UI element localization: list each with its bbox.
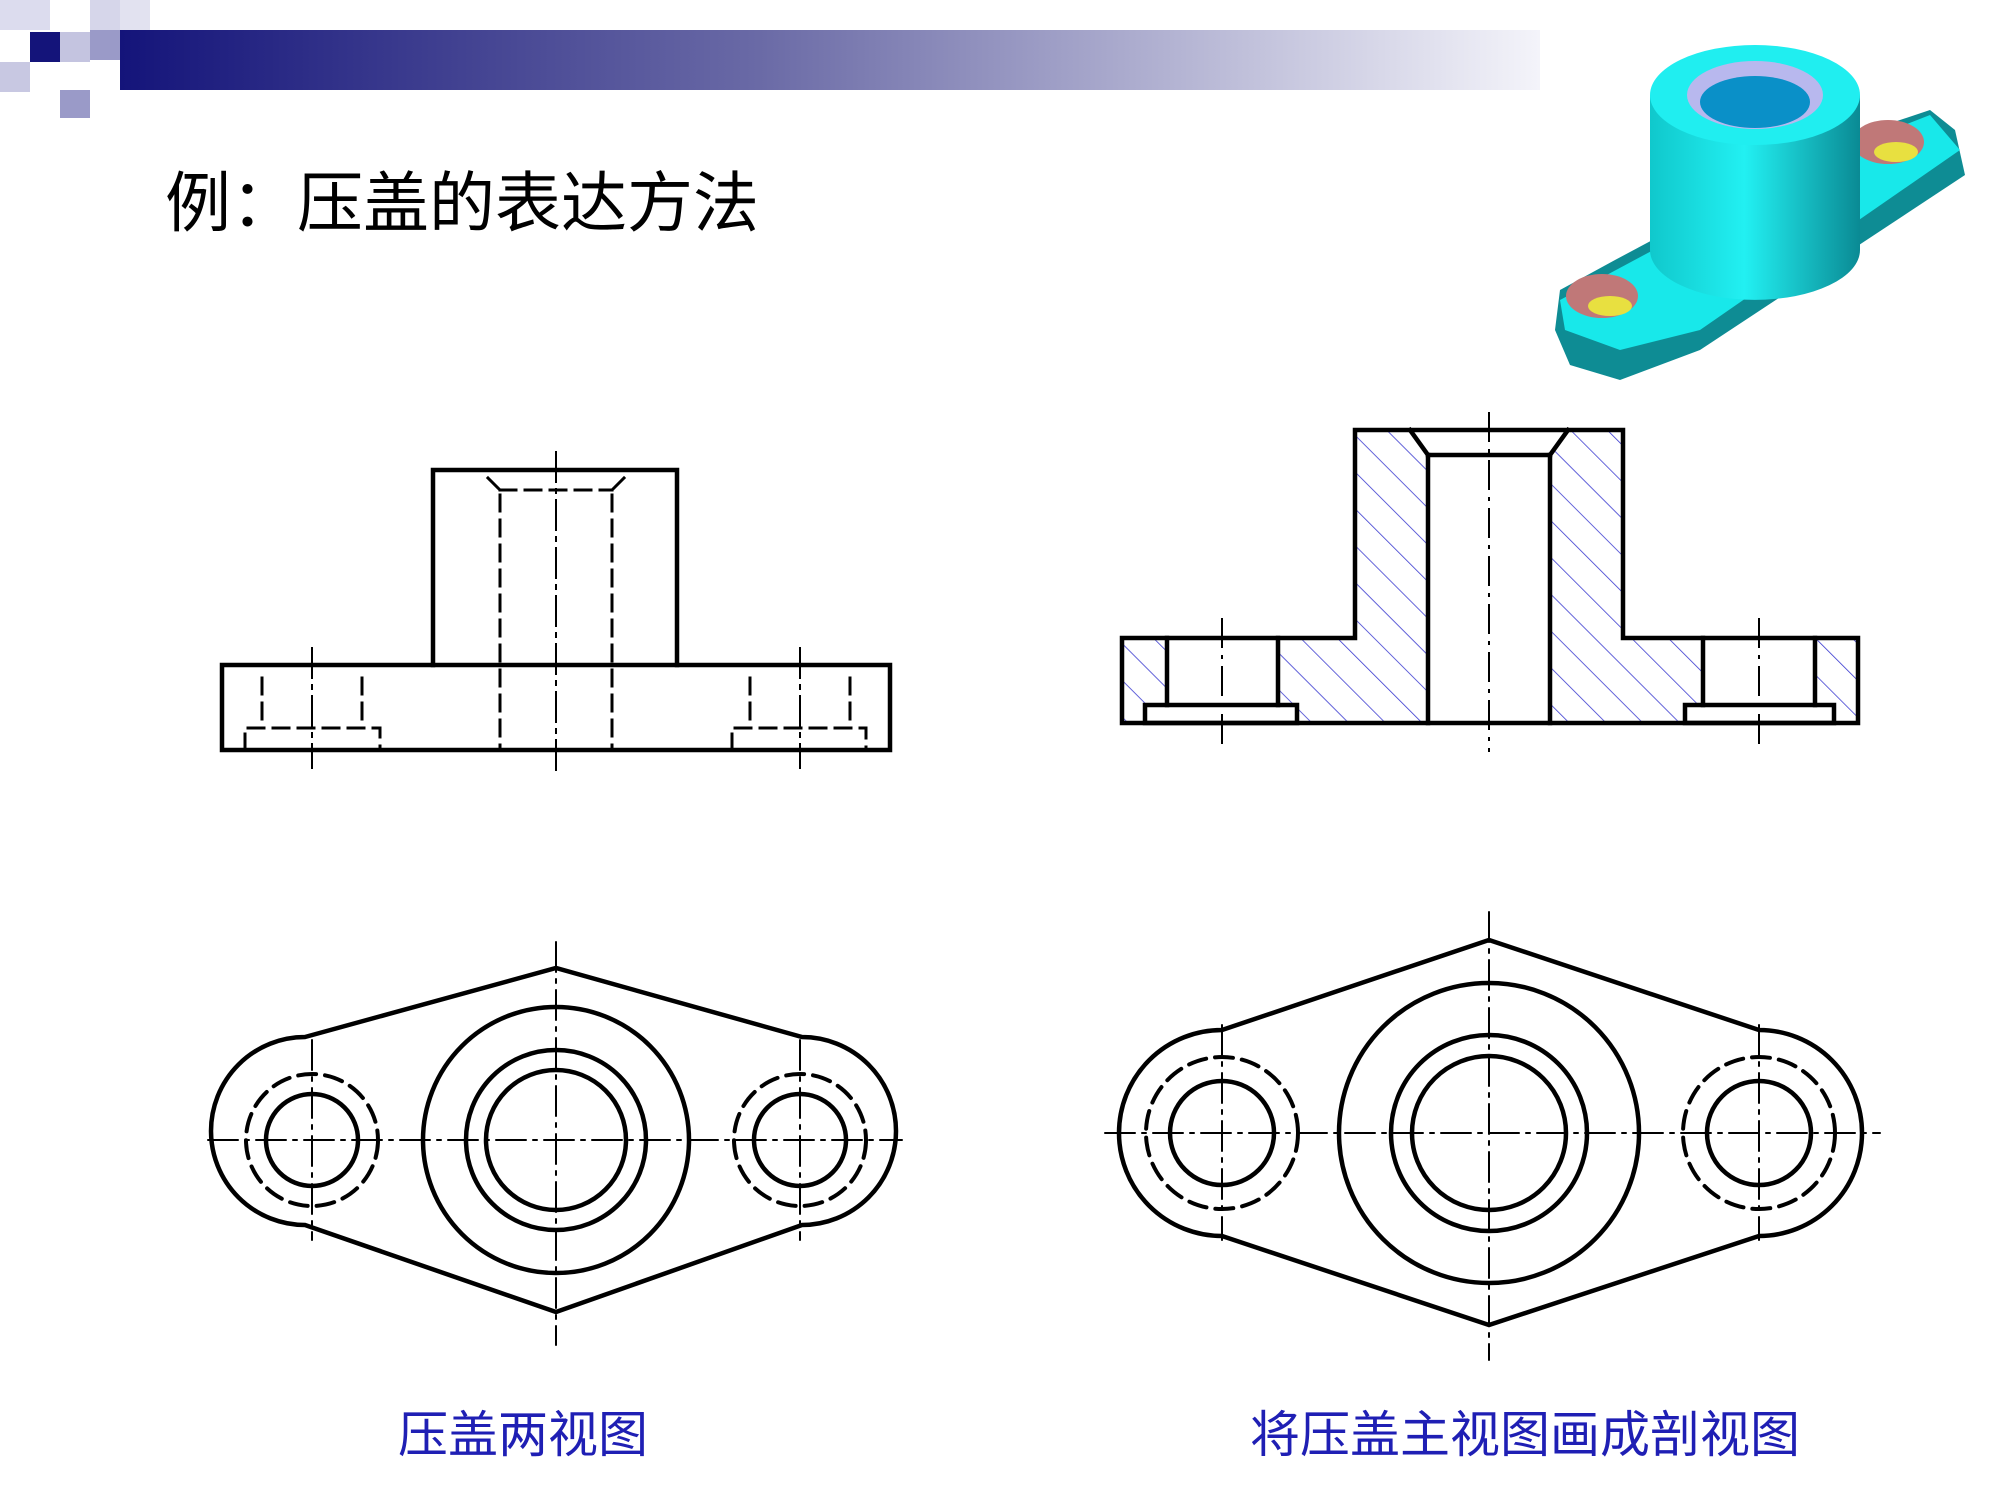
title-gradient-banner xyxy=(0,0,1540,118)
sectional-front-view xyxy=(1119,412,1861,752)
page-title: 例：压盖的表达方法 xyxy=(165,165,759,242)
caption-sectional-view: 将压盖主视图画成剖视图 xyxy=(1250,1406,1800,1464)
front-view-two-view xyxy=(219,451,893,773)
caption-two-views: 压盖两视图 xyxy=(398,1406,648,1464)
top-view-sectional xyxy=(1104,911,1881,1361)
3d-gland-cover-model xyxy=(1555,45,1965,380)
top-view-two-view xyxy=(207,941,903,1346)
